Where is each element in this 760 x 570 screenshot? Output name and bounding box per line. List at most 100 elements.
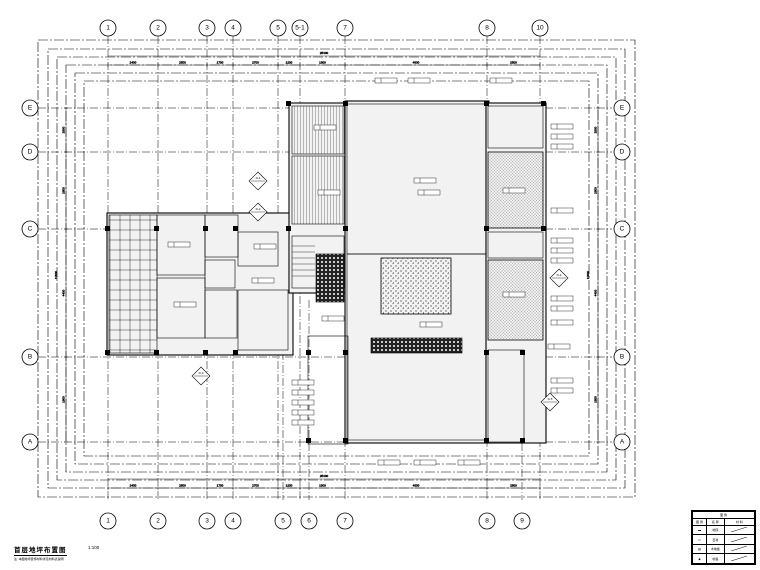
- svg-text:1: 1: [106, 25, 110, 32]
- right-dimension-label: 2900: [594, 126, 598, 133]
- legend-swatch: [723, 543, 756, 555]
- bottom-dimension-label: 2500: [510, 484, 517, 488]
- top-dimension-label: 2500: [510, 61, 517, 65]
- grid-bubble-top-10: 10: [531, 19, 549, 37]
- material-tag: [253, 243, 277, 250]
- svg-text:D-1: D-1: [256, 176, 261, 180]
- left-overall-dimension: 11600: [54, 271, 58, 279]
- section-marker-1: D-1: [248, 171, 268, 191]
- material-tag: [413, 459, 437, 466]
- material-tag: [407, 77, 431, 84]
- material-tag: [291, 399, 315, 406]
- tile-floor-area: [108, 214, 158, 354]
- material-tag: [457, 459, 481, 466]
- left-dimension-label: 4400: [62, 289, 66, 296]
- svg-text:9: 9: [520, 518, 524, 525]
- bottom-dimension-label: 2500: [179, 484, 186, 488]
- section-marker-5: D-5: [540, 392, 560, 412]
- left-dimension-label: 1900: [62, 396, 66, 403]
- top-dimension-label: 1700: [217, 61, 224, 65]
- right-top-marble: [487, 105, 544, 149]
- drawing-title: 首层地坪布置图: [14, 544, 67, 556]
- dark-strip: [370, 337, 463, 354]
- material-tag: [167, 241, 191, 248]
- material-tag: [321, 315, 345, 322]
- svg-text:D-5: D-5: [548, 397, 553, 401]
- material-tag: [502, 187, 526, 194]
- svg-text:4: 4: [231, 518, 235, 525]
- grid-bubble-top-5-1: 5-1: [291, 19, 309, 37]
- top-dimension-label: 2500: [179, 61, 186, 65]
- section-marker-4: D-4: [549, 268, 569, 288]
- bottom-dimension-label: 1700: [217, 484, 224, 488]
- material-tag: [550, 387, 574, 394]
- right-overall-dimension: 11600: [586, 271, 590, 279]
- svg-text:D: D: [28, 149, 33, 156]
- svg-text:8: 8: [485, 25, 489, 32]
- marble-room-5: [204, 289, 238, 339]
- grid-bubble-top-2: 2: [149, 19, 167, 37]
- material-tag: [374, 77, 398, 84]
- svg-text:3: 3: [205, 518, 209, 525]
- top-dimension-label: 1200: [286, 61, 293, 65]
- marble-room-4: [237, 231, 279, 267]
- svg-text:8: 8: [485, 518, 489, 525]
- grid-bubble-bottom-4: 4: [224, 512, 242, 530]
- right-dimension-label: 4400: [594, 289, 598, 296]
- grid-bubble-left-B: B: [21, 348, 39, 366]
- material-tag: [317, 189, 341, 196]
- right-dimension-label: 1900: [594, 396, 598, 403]
- svg-text:4: 4: [231, 25, 235, 32]
- legend-table: 图 例 图 例 名 称 材 料 ▬地砖 ▭石材 ▨木地板 ◆地毯: [691, 510, 756, 565]
- material-tag: [550, 247, 574, 254]
- grid-bubble-right-E: E: [613, 99, 631, 117]
- svg-text:C: C: [28, 226, 33, 233]
- drawing-scale: 1:100: [88, 545, 100, 550]
- svg-text:6: 6: [307, 518, 311, 525]
- dotted-room-2: [487, 259, 544, 341]
- right-dimension-label: 2600: [594, 187, 598, 194]
- material-tag: [550, 377, 574, 384]
- legend-name: 石材: [705, 534, 725, 545]
- material-tag: [550, 133, 574, 140]
- top-dimension-label: 4800: [413, 61, 420, 65]
- svg-text:2: 2: [156, 25, 160, 32]
- legend-symbol: ▭: [692, 534, 707, 545]
- material-tag: [291, 389, 315, 396]
- grid-bubble-bottom-5: 5: [274, 512, 292, 530]
- top-dimension-label: 2400: [130, 61, 137, 65]
- material-tag: [291, 419, 315, 426]
- svg-text:3: 3: [205, 25, 209, 32]
- material-tag: [502, 291, 526, 298]
- material-tag: [489, 77, 513, 84]
- left-dimension-label: 2600: [62, 187, 66, 194]
- legend-header: 图 例: [692, 517, 707, 526]
- grid-bubble-bottom-8: 8: [478, 512, 496, 530]
- material-tag: [550, 207, 574, 214]
- grid-bubble-bottom-1: 1: [99, 512, 117, 530]
- svg-text:2: 2: [156, 518, 160, 525]
- bottom-dimension-label: 2400: [130, 484, 137, 488]
- svg-text:5-1: 5-1: [295, 25, 305, 32]
- svg-text:E: E: [620, 105, 625, 112]
- material-tag: [419, 321, 443, 328]
- top-dimension-label: 1900: [319, 61, 326, 65]
- material-tag: [413, 177, 437, 184]
- material-tag: [550, 257, 574, 264]
- legend-header: 名 称: [705, 517, 725, 526]
- svg-text:7: 7: [343, 518, 347, 525]
- material-tag: [251, 277, 275, 284]
- grid-bubble-bottom-2: 2: [149, 512, 167, 530]
- svg-text:B: B: [28, 354, 32, 361]
- bottom-overall-dimension: 25400: [320, 474, 329, 478]
- dark-grid-tiles: [315, 253, 345, 303]
- top-overall-dimension: 25400: [320, 51, 329, 55]
- legend-symbol: ▨: [692, 543, 707, 555]
- legend-name: 地毯: [705, 553, 725, 564]
- grid-bubble-top-5: 5: [269, 19, 287, 37]
- svg-text:10: 10: [536, 25, 544, 32]
- material-tag: [547, 343, 571, 350]
- material-tag: [550, 305, 574, 312]
